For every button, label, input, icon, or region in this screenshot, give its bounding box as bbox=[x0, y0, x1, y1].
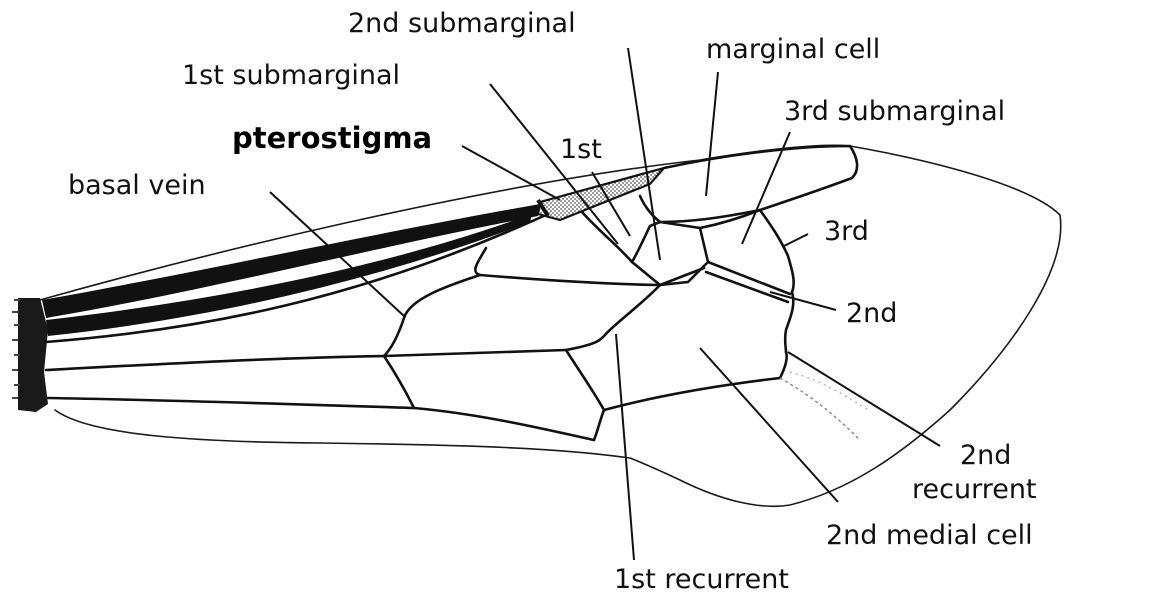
pterostigma-cell bbox=[538, 168, 664, 220]
label-2nd: 2nd bbox=[846, 298, 897, 329]
label-3rd: 3rd bbox=[824, 216, 869, 247]
label-3rd-submarginal: 3rd submarginal bbox=[784, 96, 1005, 127]
label-2nd-recurrent-line2: recurrent bbox=[912, 474, 1037, 505]
label-1st-recurrent: 1st recurrent bbox=[614, 564, 789, 594]
label-2nd-submarginal: 2nd submarginal bbox=[348, 8, 576, 39]
central-veins bbox=[46, 248, 787, 440]
wing-base bbox=[12, 298, 48, 412]
label-1st-submarginal: 1st submarginal bbox=[182, 60, 400, 91]
costa-vein bbox=[42, 204, 540, 318]
label-2nd-medial-cell: 2nd medial cell bbox=[826, 520, 1033, 551]
label-2nd-recurrent-line1: 2nd bbox=[960, 440, 1011, 471]
label-1st: 1st bbox=[560, 134, 602, 165]
subcosta-vein bbox=[46, 214, 532, 336]
label-marginal-cell: marginal cell bbox=[706, 34, 880, 65]
label-basal-vein: basal vein bbox=[68, 170, 206, 201]
label-pterostigma: pterostigma bbox=[232, 121, 432, 155]
submarginal-veins bbox=[582, 210, 794, 352]
marginal-cell-outline bbox=[640, 146, 857, 222]
faint-vein bbox=[780, 378, 860, 440]
